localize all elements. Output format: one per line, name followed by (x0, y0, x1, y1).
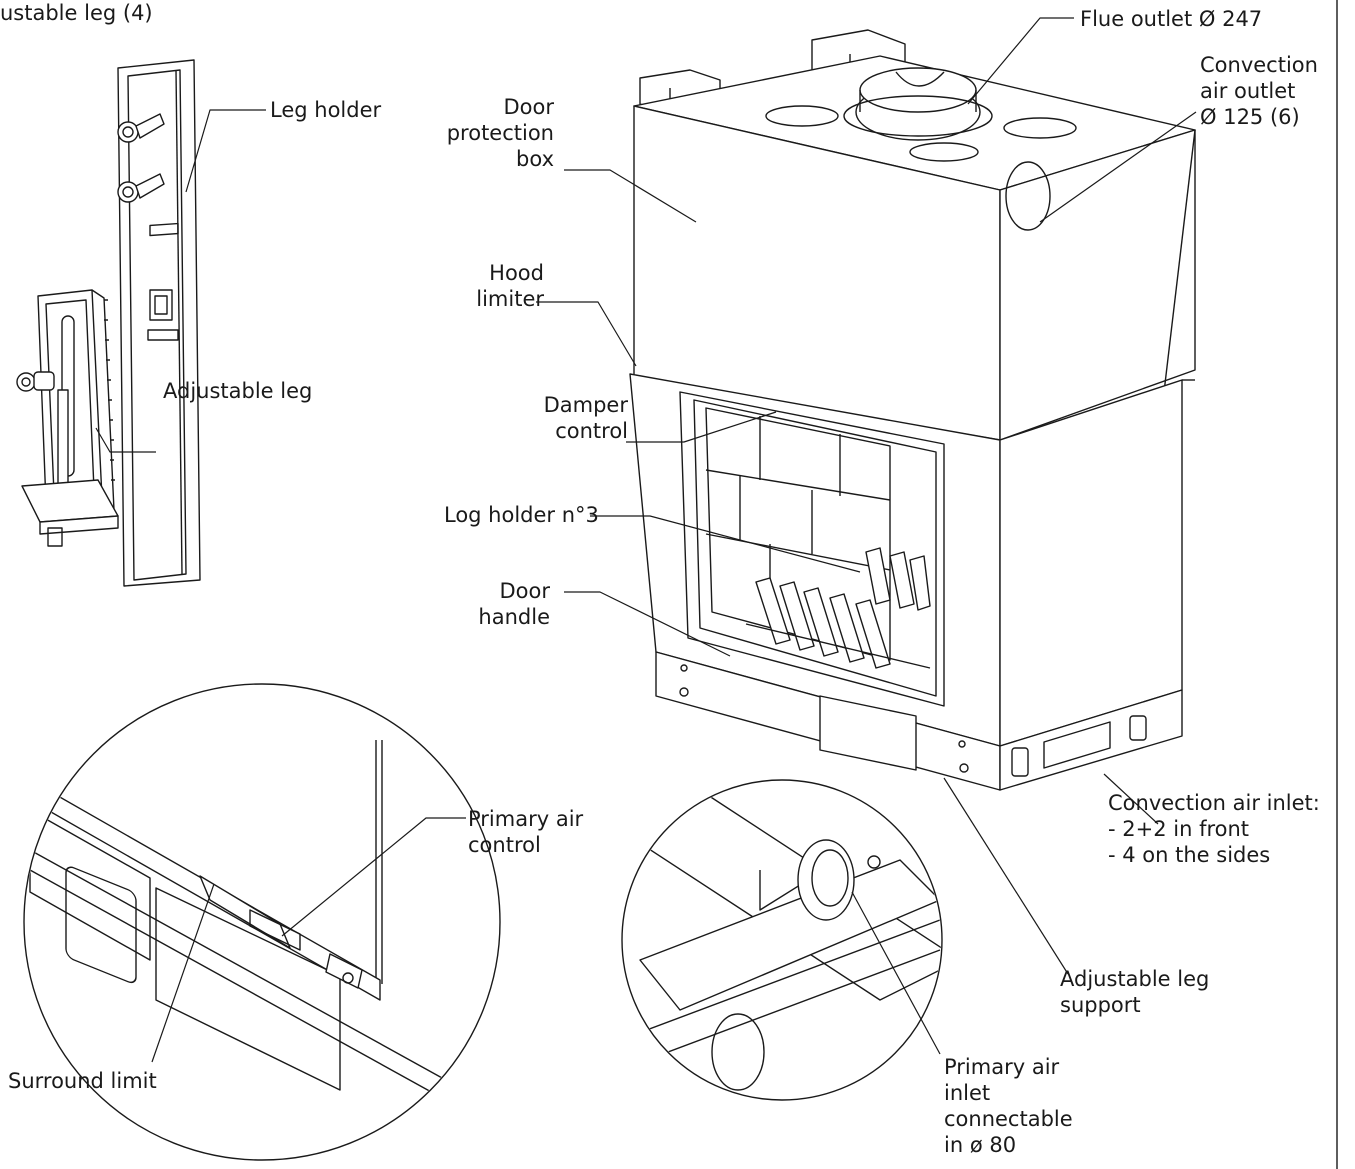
label-hood-limiter: Hood limiter (476, 261, 544, 311)
label-door-protection-box: Door protection box (446, 95, 554, 171)
label-primary-air-control: Primary air control (468, 807, 584, 857)
fireplace-body (629, 29, 1196, 873)
label-flue-outlet: Flue outlet Ø 247 (1080, 7, 1263, 31)
label-door-handle: Door handle (478, 579, 550, 629)
label-convection-air-outlet: Convection air outlet Ø 125 (6) (1200, 53, 1318, 129)
label-convection-air-inlet: Convection air inlet: - 2+2 in front - 4… (1108, 791, 1320, 867)
label-log-holder: Log holder n°3 (444, 503, 599, 527)
label-adjustable-leg-support: Adjustable leg support (1060, 967, 1210, 1017)
detail-primary-air-inlet (621, 779, 943, 1101)
label-leg-holder: Leg holder (270, 98, 382, 122)
leader-lines (95, 17, 1197, 1063)
label-adjustable-leg-count: ustable leg (4) (0, 1, 153, 25)
label-adjustable-leg: Adjustable leg (163, 379, 313, 403)
adjustable-leg-drawing (16, 289, 119, 547)
label-surround-limit: Surround limit (8, 1069, 157, 1093)
label-primary-air-inlet: Primary air inlet connectable in ø 80 (944, 1055, 1073, 1157)
leg-holder-drawing (117, 59, 201, 587)
detail-primary-air-control (23, 683, 501, 1161)
label-damper-control: Damper control (543, 393, 628, 443)
